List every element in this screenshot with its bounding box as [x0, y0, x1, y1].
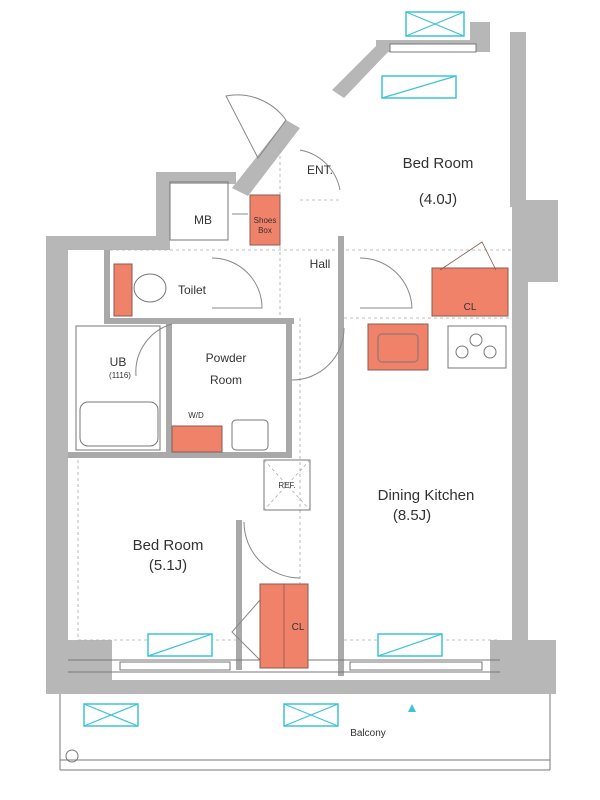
wall-segment — [232, 120, 300, 196]
wall-segment — [236, 520, 242, 670]
entrance-door — [225, 94, 287, 159]
kitchen-sink-icon — [377, 333, 419, 363]
unit-bath-label: UB — [110, 355, 127, 369]
bathtub-icon — [79, 401, 159, 447]
shoes-box-label-2: Box — [258, 226, 272, 235]
hall-label: Hall — [310, 257, 331, 271]
window-bedroom-b — [119, 661, 231, 671]
bedroom-b-size: (5.1J) — [149, 557, 187, 574]
wall-segment — [104, 250, 110, 322]
sink-counter — [367, 323, 429, 371]
aircon-icon — [405, 11, 465, 37]
wall-segment — [512, 200, 558, 282]
meter-box — [169, 181, 229, 241]
powder-room-label-1: Powder — [206, 351, 247, 365]
fridge-label: REF. — [278, 481, 295, 490]
bedroom-a-size: (4.0J) — [419, 191, 457, 208]
stove-icon — [447, 325, 507, 369]
wall-segment — [104, 318, 294, 324]
toilet-tank — [113, 263, 133, 317]
wall-segment — [46, 240, 68, 690]
wall-segment — [286, 318, 292, 458]
dining-kitchen-name: Dining Kitchen — [378, 487, 475, 504]
powder-door — [135, 323, 173, 377]
washer-label: W/D — [188, 411, 204, 420]
aircon-icon — [83, 703, 139, 727]
closet-door — [299, 149, 341, 191]
wall-segment — [68, 452, 288, 458]
drain-marker-icon — [408, 704, 416, 712]
air-conditioners — [83, 11, 465, 727]
aircon-icon — [147, 633, 213, 657]
window-top — [389, 43, 477, 53]
powder-room-label-2: Room — [210, 373, 242, 387]
fixtures — [113, 194, 509, 669]
bedroom-b-name: Bed Room — [133, 537, 204, 554]
window-dining — [349, 661, 483, 671]
closet-b-door — [231, 599, 261, 661]
labels: Bed Room (4.0J) ENT. Hall MB Shoes Box T… — [109, 155, 477, 739]
wall-segment — [512, 280, 528, 640]
bedroom-b-door — [243, 521, 301, 579]
fridge-space — [263, 459, 311, 511]
bedroom-a-name: Bed Room — [403, 155, 474, 172]
unit-bath-frame — [75, 325, 161, 451]
dining-door — [291, 327, 345, 381]
room-outlines — [68, 150, 512, 673]
wall-segment — [510, 32, 526, 207]
wall-segment — [166, 318, 172, 454]
equipment — [65, 181, 507, 763]
windows — [119, 43, 483, 671]
closet-a — [431, 267, 509, 317]
closet-b-label: CL — [292, 622, 305, 633]
doors — [135, 94, 413, 661]
closet-a-label: CL — [464, 302, 477, 313]
wall-segment — [338, 236, 344, 676]
aircon-icon — [381, 75, 457, 99]
washbasin-icon — [231, 419, 269, 451]
toilet-bowl-icon — [133, 273, 167, 303]
shoes-box-label-1: Shoes — [254, 216, 277, 225]
meter-box-label: MB — [194, 213, 212, 227]
entrance-label: ENT. — [307, 163, 333, 177]
balcony-label: Balcony — [350, 728, 386, 739]
dining-kitchen-size: (8.5J) — [393, 507, 431, 524]
wall-segment — [46, 680, 556, 694]
toilet-door — [211, 257, 263, 309]
aircon-icon — [283, 703, 339, 727]
wall-segment — [156, 172, 170, 250]
wall-segment — [46, 236, 166, 250]
balcony — [59, 694, 551, 771]
bedroom-a-door — [359, 257, 413, 309]
wall-segment — [332, 44, 388, 98]
toilet-label: Toilet — [178, 283, 207, 297]
shoes-box — [249, 194, 281, 246]
unit-bath-size: (1116) — [109, 371, 131, 380]
wall-segment — [156, 172, 236, 184]
washer-pan — [171, 425, 223, 453]
aircon-icon — [377, 633, 443, 657]
drain-icon — [65, 749, 79, 763]
